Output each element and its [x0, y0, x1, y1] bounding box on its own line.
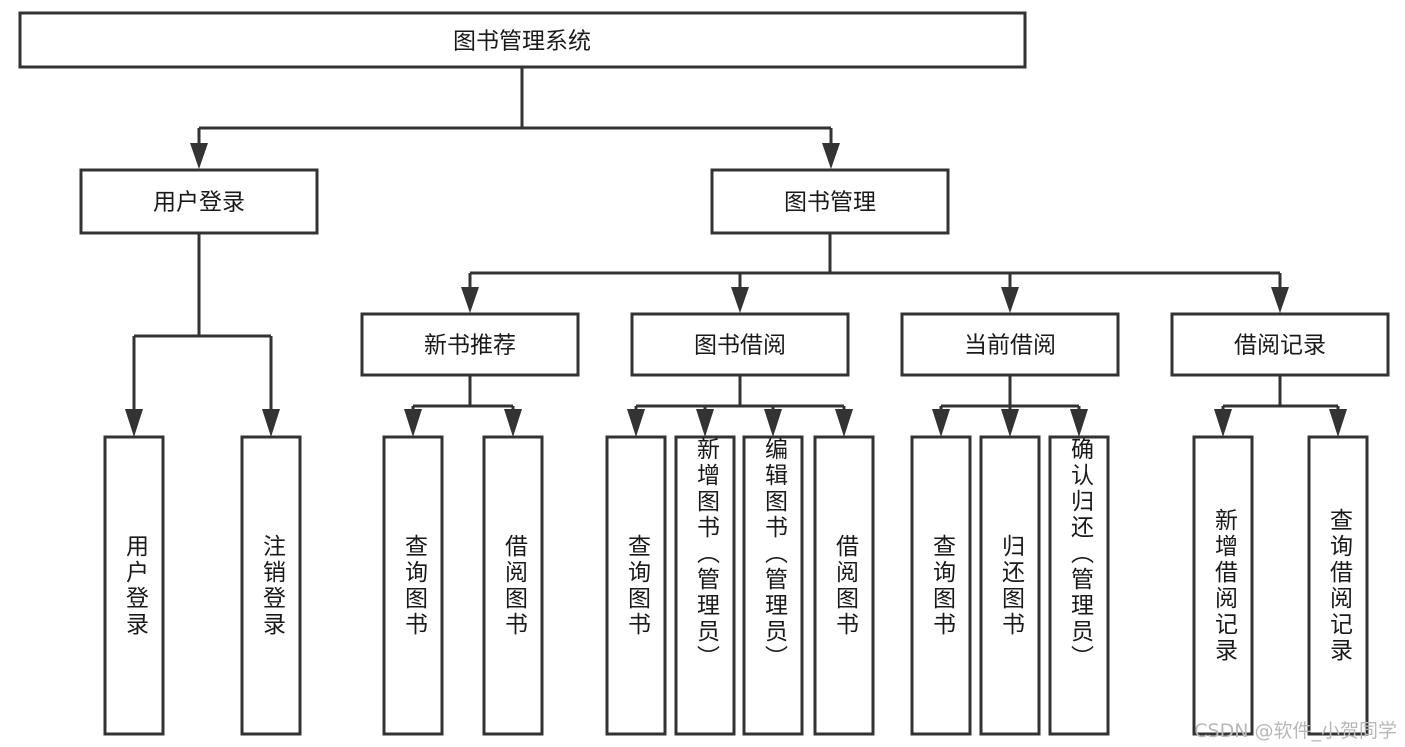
arrow-leaf-borrow-book-b-icon	[835, 409, 853, 437]
leaf-box-user-login[interactable]	[103, 435, 165, 736]
root-label: 图书管理系统	[453, 29, 591, 55]
leaf-box-return-book[interactable]	[979, 435, 1041, 736]
arrow-leaf-query-record-icon	[1329, 409, 1347, 437]
leaf-box-logout[interactable]	[240, 435, 302, 736]
current-borrow-label: 当前借阅	[964, 333, 1056, 359]
new-book-box	[360, 312, 580, 377]
user-login-label: 用户登录	[153, 190, 245, 216]
leaf-box-query-book-b[interactable]	[605, 435, 667, 736]
connector-book-mgmt-to-level3	[461, 233, 1289, 313]
connector-new-book-to-leaves	[404, 375, 522, 437]
arrow-to-user-login-icon	[190, 143, 208, 169]
arrow-leaf-add-book-icon	[696, 409, 714, 437]
arrow-to-new-book-icon	[461, 287, 479, 313]
current-borrow-box	[900, 312, 1120, 377]
arrow-leaf-borrow-book-a-icon	[504, 409, 522, 437]
connector-root-to-level2	[190, 67, 840, 169]
node-new-book-recommend[interactable]: 新书推荐	[360, 312, 580, 377]
arrow-to-book-mgmt-icon	[822, 143, 840, 169]
connector-book-borrow-to-leaves	[627, 375, 853, 437]
arrow-to-borrow-icon	[731, 287, 749, 313]
node-book-management[interactable]: 图书管理	[710, 168, 950, 235]
node-current-borrow[interactable]: 当前借阅	[900, 312, 1120, 377]
node-borrow-record[interactable]: 借阅记录	[1170, 312, 1390, 377]
node-book-borrow[interactable]: 图书借阅	[630, 312, 850, 377]
book-management-box	[710, 168, 950, 235]
book-management-label: 图书管理	[784, 190, 876, 216]
arrow-leaf-query-book-c-icon	[932, 409, 950, 437]
arrow-to-record-icon	[1271, 287, 1289, 313]
leaf-box-query-record[interactable]	[1307, 435, 1369, 736]
arrow-leaf-edit-book-icon	[764, 409, 782, 437]
leaf-box-add-book[interactable]	[674, 435, 736, 736]
borrow-record-box	[1170, 312, 1390, 377]
leaf-box-query-book-c[interactable]	[910, 435, 972, 736]
connector-current-borrow-to-leaves	[932, 375, 1088, 437]
arrow-leaf-add-record-icon	[1214, 409, 1232, 437]
arrow-leaf-query-book-a-icon	[404, 409, 422, 437]
arrow-leaf-query-book-b-icon	[627, 409, 645, 437]
root-box	[18, 11, 1027, 69]
connector-user-login-to-leaves	[125, 233, 280, 437]
arrow-leaf-logout-icon	[262, 409, 280, 437]
arrow-leaf-return-book-icon	[1001, 409, 1019, 437]
arrow-leaf-confirm-return-icon	[1070, 409, 1088, 437]
leaf-box-add-record[interactable]	[1192, 435, 1254, 736]
arrow-leaf-user-login-icon	[125, 409, 143, 437]
leaf-box-query-book-a[interactable]	[382, 435, 444, 736]
leaf-box-edit-book[interactable]	[742, 435, 804, 736]
borrow-record-label: 借阅记录	[1234, 333, 1326, 359]
node-root-system[interactable]: 图书管理系统	[18, 11, 1027, 69]
leaf-box-borrow-book-b[interactable]	[813, 435, 875, 736]
leaf-box-confirm-return[interactable]	[1048, 435, 1110, 736]
new-book-label: 新书推荐	[424, 333, 516, 359]
arrow-to-current-icon	[1001, 287, 1019, 313]
book-borrow-box	[630, 312, 850, 377]
leaf-box-borrow-book-a[interactable]	[482, 435, 544, 736]
node-user-login[interactable]: 用户登录	[79, 168, 319, 235]
book-borrow-label: 图书借阅	[694, 333, 786, 359]
connector-borrow-record-to-leaves	[1214, 375, 1347, 437]
